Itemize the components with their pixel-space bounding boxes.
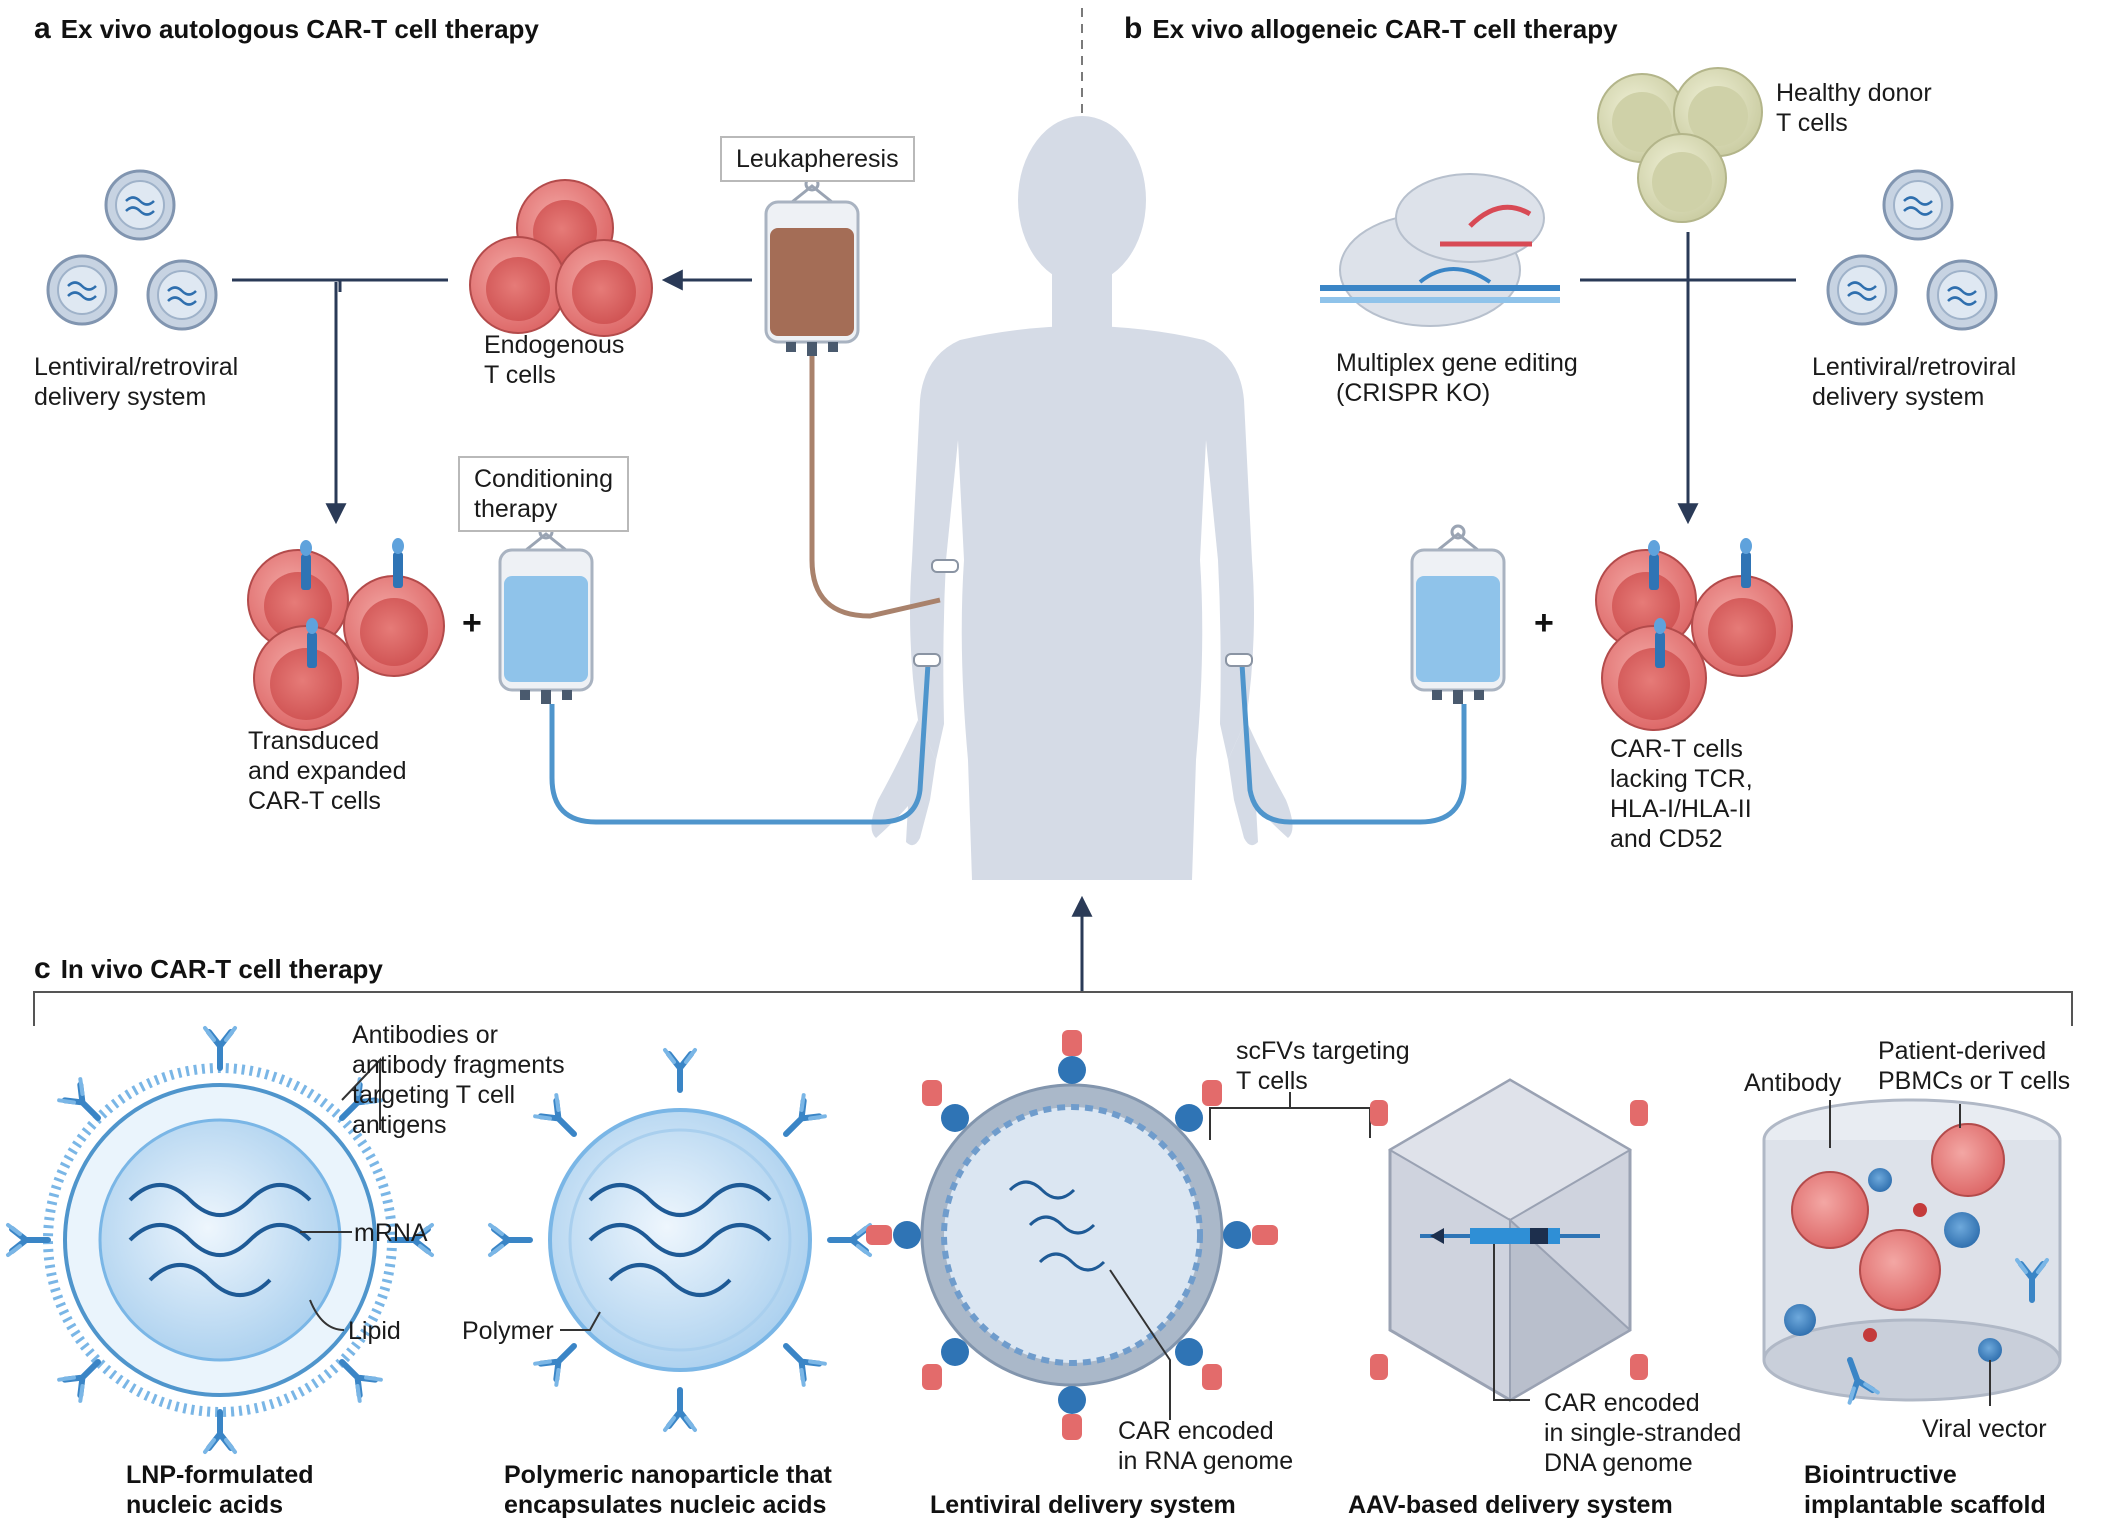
leader-car-dna <box>1493 1244 1530 1401</box>
label-car-rna: CAR encoded in RNA genome <box>1118 1417 1294 1475</box>
panel-a-header: a Ex vivo autologous CAR-T cell therapy <box>34 12 539 46</box>
lentiviral-cluster-a <box>46 169 218 331</box>
panel-c-title: In vivo CAR-T cell therapy <box>60 954 383 984</box>
plus-sign-b: + <box>1534 604 1554 642</box>
label-antibody: Antibody <box>1744 1069 1842 1097</box>
patient-body-silhouette <box>871 116 1293 880</box>
label-viral-vector: Viral vector <box>1922 1415 2047 1443</box>
conditioning-bag <box>498 524 594 706</box>
iv-connector-arm-right <box>1225 653 1253 667</box>
leader-scfv <box>1209 1092 1371 1140</box>
label-lipid: Lipid <box>348 1317 401 1345</box>
label-antibodies: Antibodies or antibody fragments targeti… <box>352 1021 565 1139</box>
leader-car-rna <box>1109 1269 1171 1420</box>
label-polymer: Polymer <box>462 1317 554 1345</box>
panel-a-title: Ex vivo autologous CAR-T cell therapy <box>60 14 539 44</box>
leader-lipid <box>309 1299 345 1331</box>
endogenous-t-cells-a <box>469 179 653 337</box>
panel-a-letter: a <box>34 12 51 45</box>
title-polymeric: Polymeric nanoparticle that encapsulates… <box>504 1461 832 1519</box>
blood-tube <box>809 356 941 619</box>
lnp-particle <box>8 1028 432 1452</box>
fluid-tube-b <box>1239 663 1467 825</box>
label-mrna: mRNA <box>354 1219 428 1247</box>
iv-connector-arm-lower-left <box>913 653 941 667</box>
label-lentiviral-a: Lentiviral/retroviral delivery system <box>34 353 239 411</box>
label-transduced: Transduced and expanded CAR-T cells <box>248 727 407 815</box>
infusion-bag-b <box>1410 524 1506 706</box>
panel-b-title: Ex vivo allogeneic CAR-T cell therapy <box>1152 14 1618 44</box>
leader-antibodies <box>341 1057 381 1130</box>
title-lnp: LNP-formulated nucleic acids <box>126 1461 314 1519</box>
panel-c-header: c In vivo CAR-T cell therapy <box>34 952 383 986</box>
label-endogenous: Endogenous T cells <box>484 331 625 389</box>
label-gene-editing: Multiplex gene editing (CRISPR KO) <box>1336 349 1578 407</box>
car-t-cells-a <box>247 538 445 731</box>
implantable-scaffold <box>1762 1098 2062 1403</box>
bracket-c <box>33 991 2073 1026</box>
title-scaffold: Biointructive implantable scaffold <box>1804 1461 2046 1519</box>
plus-sign-a: + <box>462 604 482 642</box>
car-t-cells-b <box>1595 538 1793 731</box>
label-car-t-b: CAR-T cells lacking TCR, HLA-I/HLA-II an… <box>1610 735 1753 853</box>
label-car-dna: CAR encoded in single-stranded DNA genom… <box>1544 1389 1742 1477</box>
title-aav: AAV-based delivery system <box>1348 1491 1673 1519</box>
label-scfv: scFVs targeting T cells <box>1236 1037 1410 1095</box>
leukapheresis-bag <box>764 176 860 358</box>
polymeric-nanoparticle <box>490 1050 870 1430</box>
label-lentiviral-b: Lentiviral/retroviral delivery system <box>1812 353 2017 411</box>
panel-b-letter: b <box>1124 12 1143 45</box>
aav-particle <box>1370 1078 1648 1402</box>
label-pbmc: Patient-derived PBMCs or T cells <box>1878 1037 2071 1095</box>
merge-bracket-a <box>232 278 448 292</box>
lentiviral-cluster-b <box>1826 169 1998 331</box>
iv-connector-arm-upper-left <box>931 559 959 573</box>
label-leukapheresis: Leukapheresis <box>720 136 915 182</box>
label-conditioning: Conditioning therapy <box>458 456 629 532</box>
healthy-donor-cells <box>1597 67 1763 223</box>
label-healthy-donor: Healthy donor T cells <box>1776 79 1932 137</box>
panel-c-letter: c <box>34 952 51 985</box>
leader-polymer <box>560 1311 601 1331</box>
lentiviral-particle <box>866 1030 1278 1440</box>
crispr-complex <box>1320 173 1560 327</box>
fluid-tube-a <box>549 663 931 825</box>
panel-b-header: b Ex vivo allogeneic CAR-T cell therapy <box>1124 12 1618 46</box>
title-lentiviral: Lentiviral delivery system <box>930 1491 1236 1519</box>
